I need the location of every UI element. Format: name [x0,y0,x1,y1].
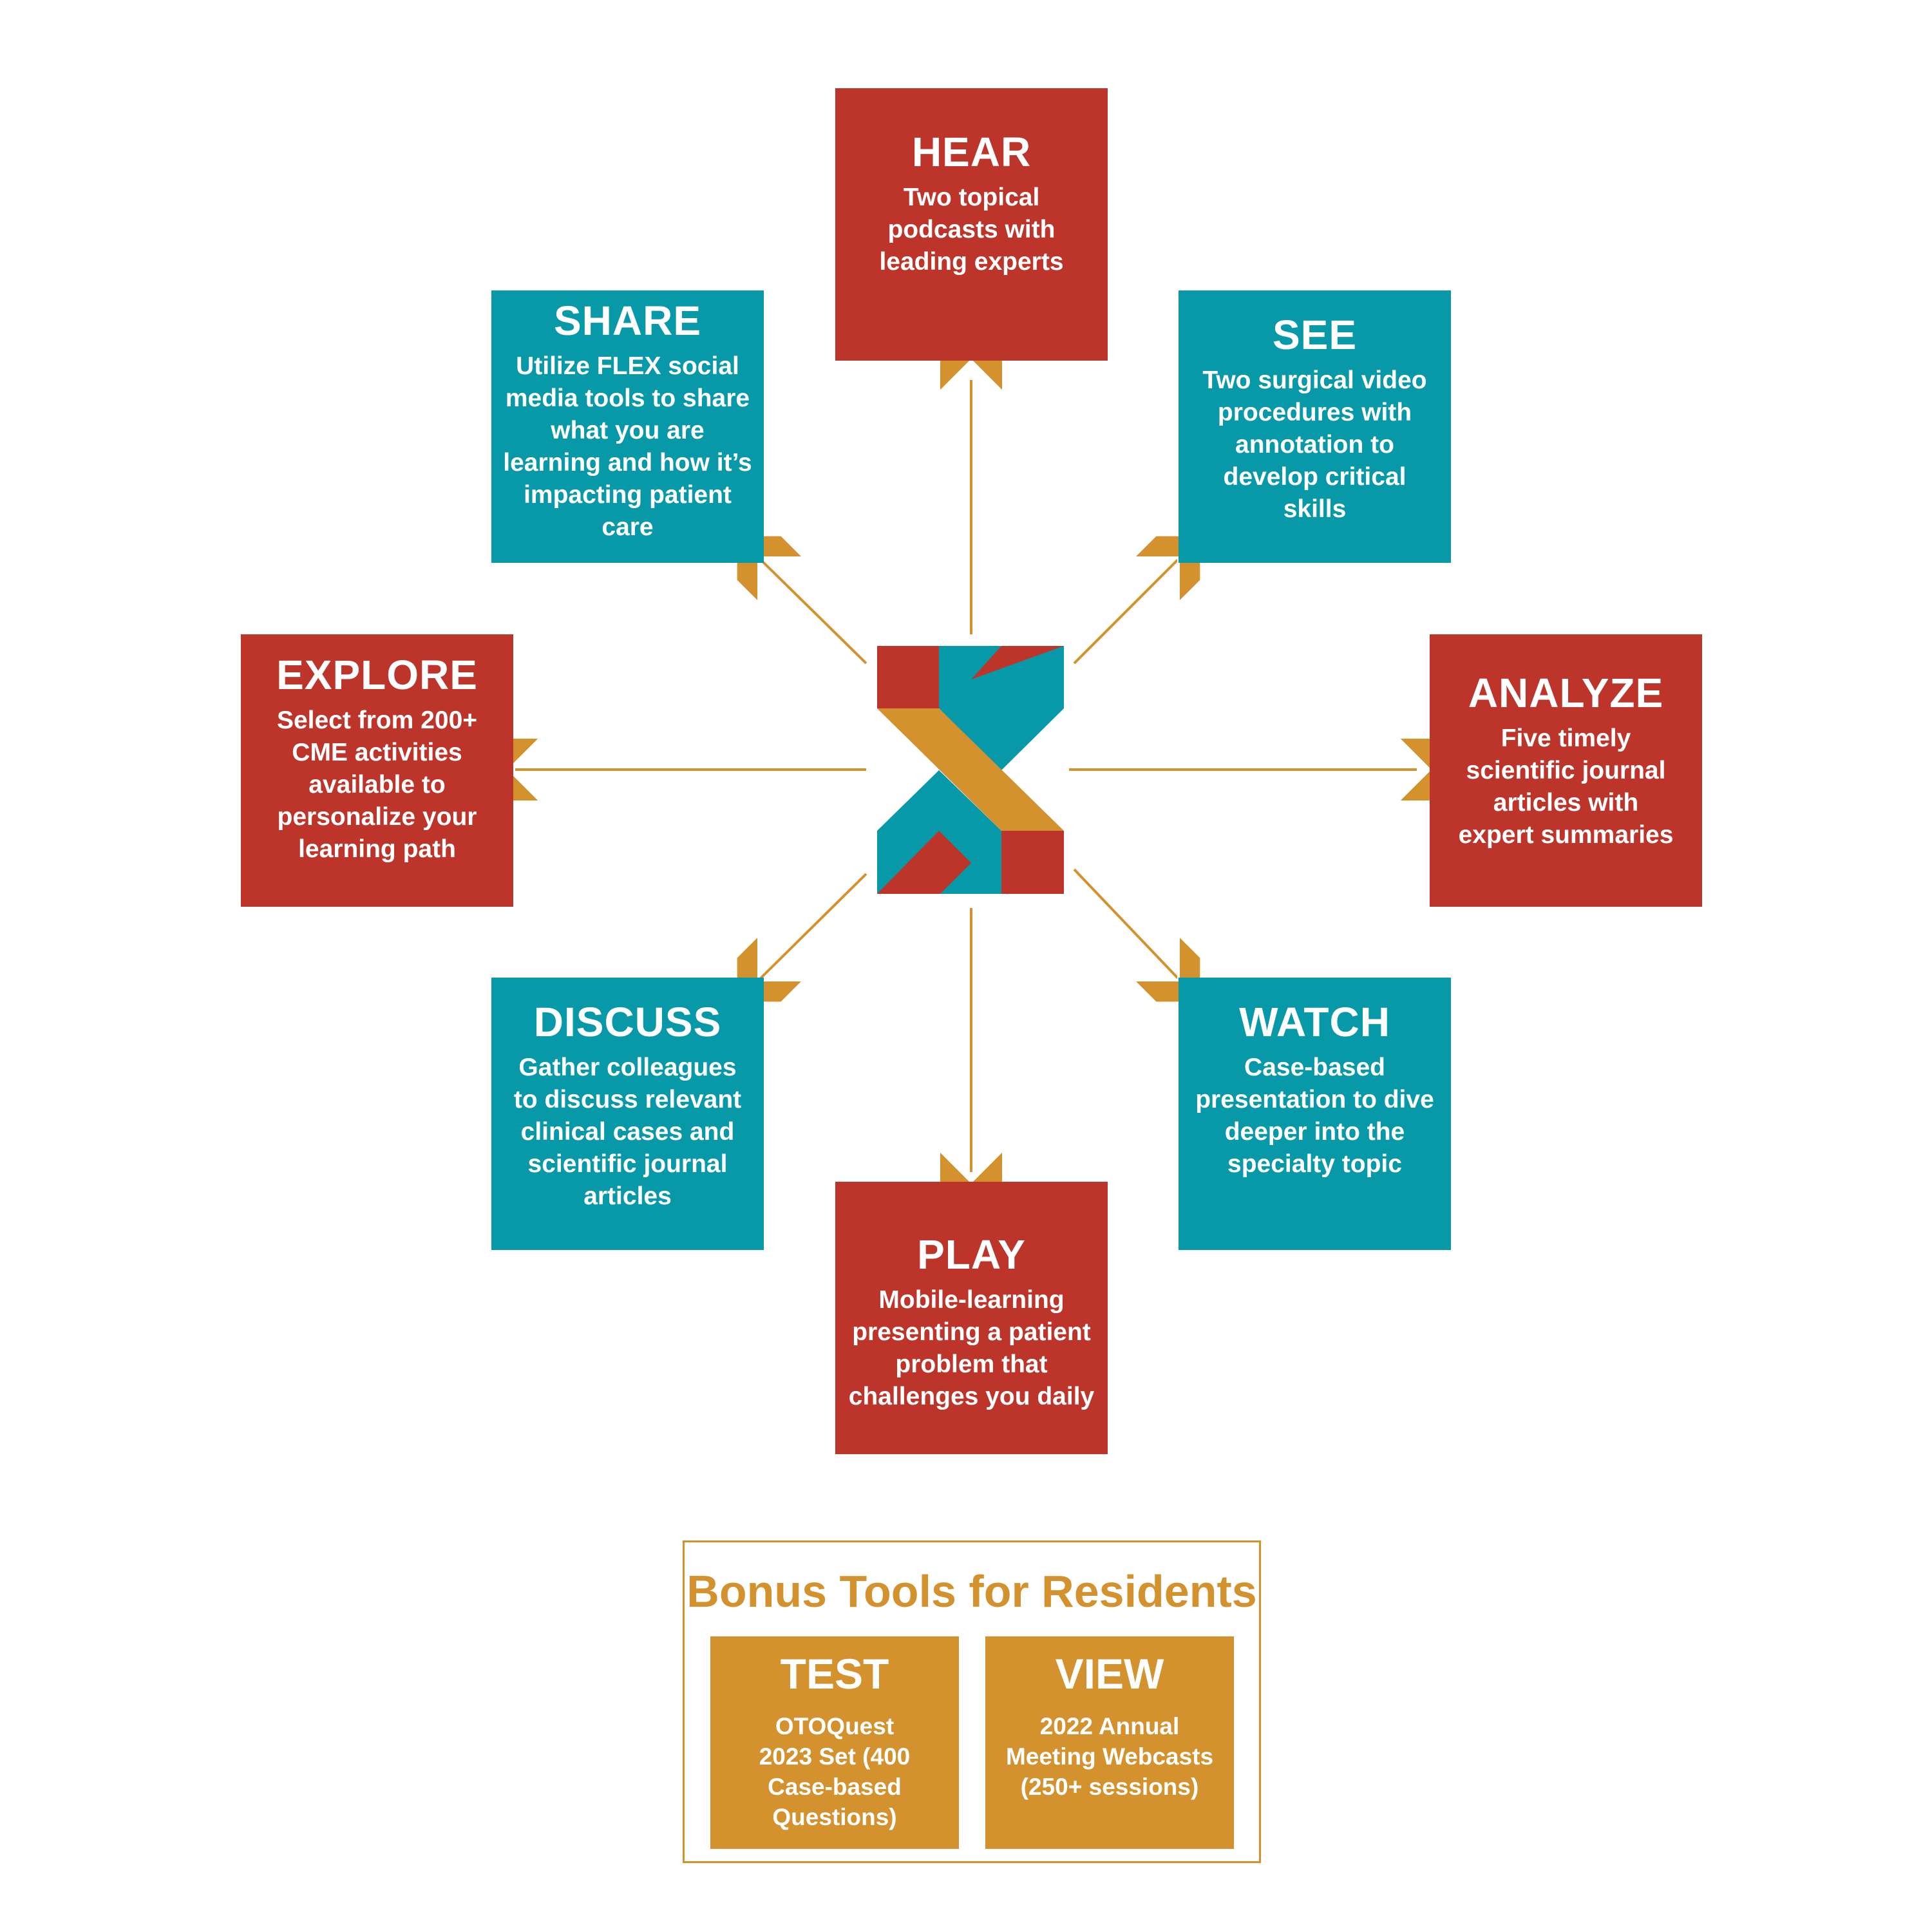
hear-description: Two topical podcasts with leading expert… [879,184,1064,276]
view-box: VIEW 2022 Annual Meeting Webcasts (250+ … [985,1636,1234,1849]
bonus-tools-panel: Bonus Tools for Residents TEST OTOQuest … [683,1540,1261,1863]
watch-description: Case-based presentation to dive deeper i… [1195,1054,1434,1179]
test-description: OTOQuest 2023 Set (400 Case-based Questi… [759,1713,911,1830]
share-title: SHARE [553,298,702,344]
play-box: PLAY Mobile-learning presenting a patien… [835,1182,1108,1454]
hear-box: HEAR Two topical podcasts with leading e… [835,88,1108,361]
see-title: SEE [1272,312,1358,358]
see-box: SEE Two surgical video procedures with a… [1179,290,1451,563]
analyze-box: ANALYZE Five timely scientific journal a… [1430,634,1702,907]
test-box: TEST OTOQuest 2023 Set (400 Case-based Q… [710,1636,959,1849]
view-title: VIEW [1055,1650,1164,1698]
watch-box: WATCH Case-based presentation to dive de… [1179,978,1451,1250]
bonus-tools-title: Bonus Tools for Residents [687,1566,1257,1616]
share-box: SHARE Utilize FLEX social media tools to… [491,290,764,563]
see-description: Two surgical video procedures with annot… [1202,366,1427,524]
analyze-description: Five timely scientific journal articles … [1458,724,1674,849]
explore-box: EXPLORE Select from 200+ CME activities … [241,634,513,907]
discuss-box: DISCUSS Gather colleagues to discuss rel… [491,978,764,1250]
x-logo-icon [877,646,1064,894]
arrow-line-see [1073,558,1180,665]
test-title: TEST [780,1650,889,1698]
view-description: 2022 Annual Meeting Webcasts (250+ sessi… [1005,1713,1214,1800]
arrow-line-discuss [759,873,867,980]
play-title: PLAY [917,1231,1026,1278]
arrow-line-watch [1073,868,1180,980]
arrow-line-share [759,558,867,665]
hear-title: HEAR [911,129,1032,175]
discuss-description: Gather colleagues to discuss relevant cl… [513,1054,742,1211]
watch-title: WATCH [1239,999,1390,1045]
share-description: Utilize FLEX social media tools to share… [503,352,752,542]
explore-title: EXPLORE [276,652,478,698]
discuss-title: DISCUSS [533,999,722,1045]
explore-description: Select from 200+ CME activities availabl… [276,706,478,864]
play-description: Mobile-learning presenting a patient pro… [848,1286,1095,1411]
analyze-title: ANALYZE [1468,670,1664,716]
